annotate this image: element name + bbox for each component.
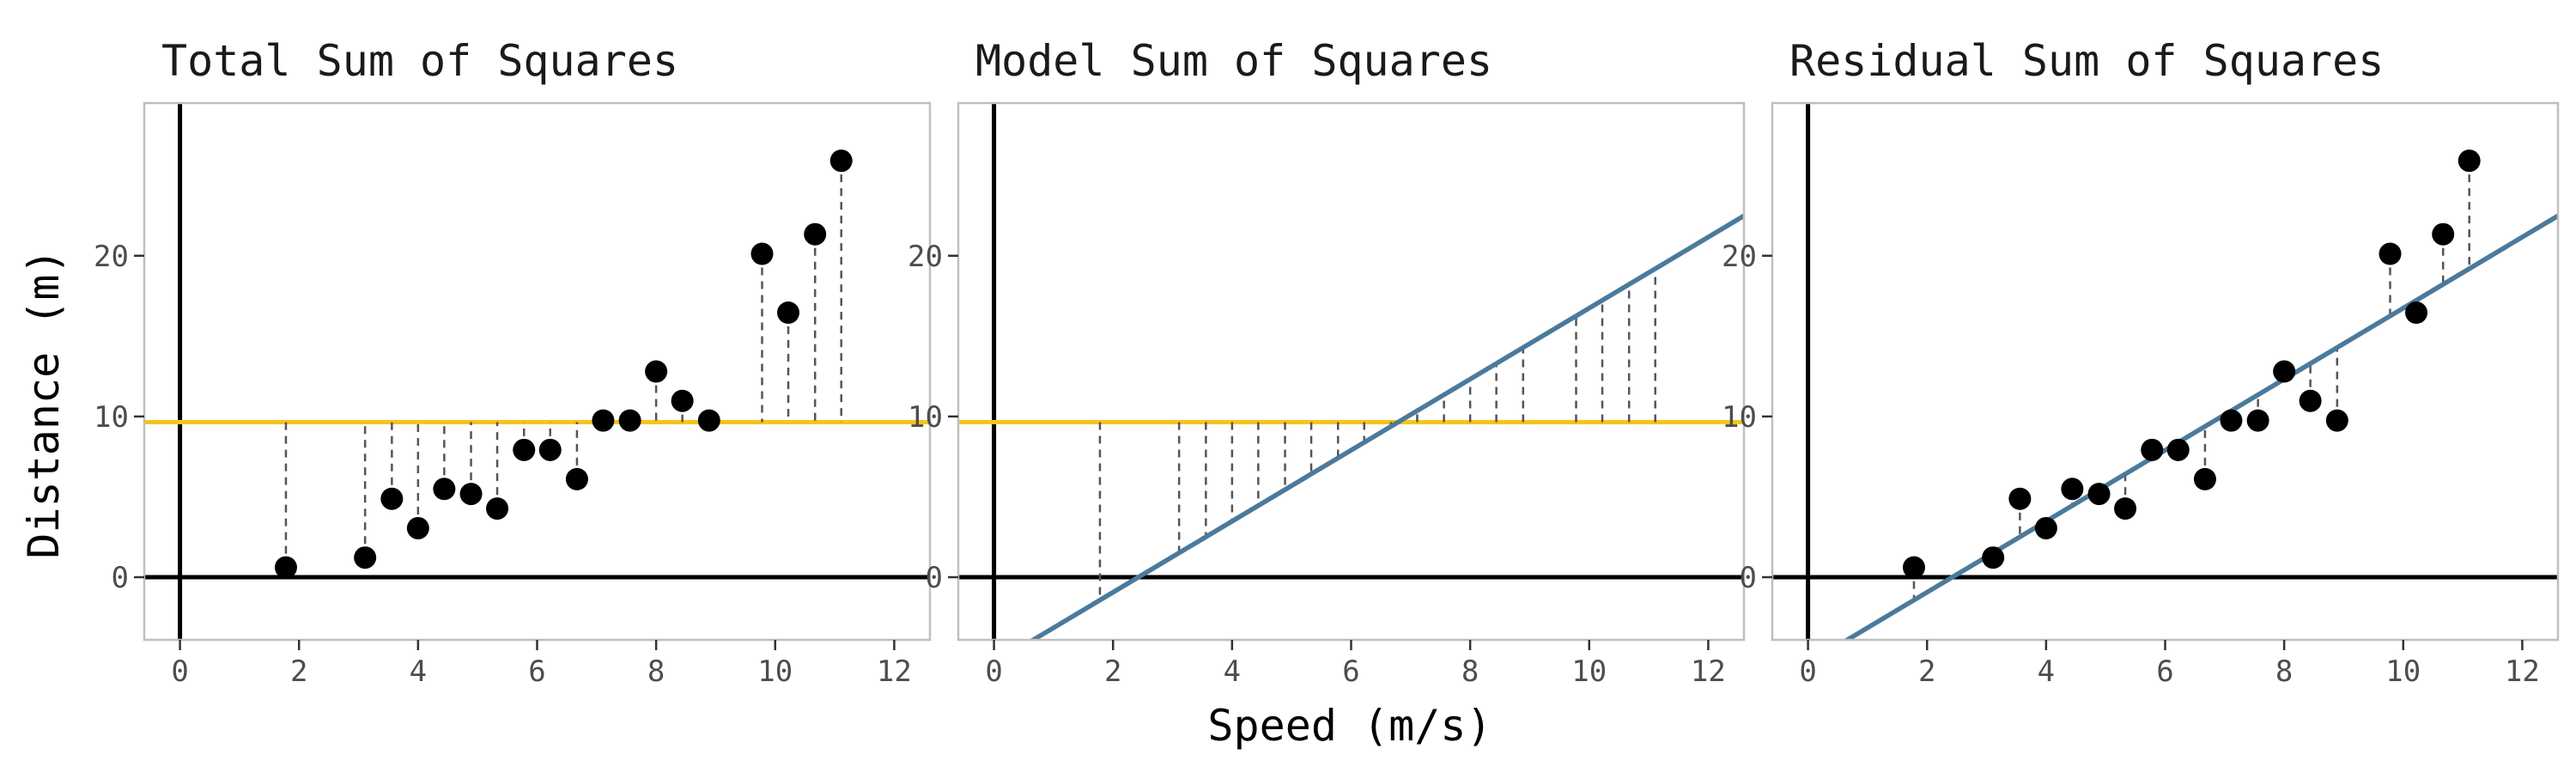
data-point <box>777 301 800 325</box>
panel-border <box>1771 101 2560 642</box>
x-tick-label: 2 <box>290 654 307 689</box>
y-tick-label: 10 <box>94 400 129 435</box>
x-tick-label: 10 <box>757 654 793 689</box>
data-point <box>433 478 456 501</box>
x-tick-label: 4 <box>2038 654 2055 689</box>
panel-border <box>957 101 1746 642</box>
data-point <box>1982 546 2005 569</box>
panel-3: Residual Sum of Squares 0 2 4 6 8 10 12 0 10 20 <box>1722 36 2560 689</box>
x-tick-label: 10 <box>2385 654 2421 689</box>
data-point <box>274 556 297 579</box>
y-tick-label: 20 <box>94 240 129 274</box>
plot-area <box>144 103 930 640</box>
y-tick-label: 10 <box>908 400 943 435</box>
x-tick-label: 6 <box>1342 654 1359 689</box>
x-tick-label: 12 <box>2505 654 2540 689</box>
x-tick-label: 0 <box>1799 654 1816 689</box>
data-point <box>2458 149 2481 173</box>
x-tick-label: 6 <box>528 654 545 689</box>
data-point <box>829 149 853 173</box>
y-tick-label: 20 <box>1722 240 1757 274</box>
plot-area <box>958 103 1744 640</box>
panel-2: Model Sum of Squares 0 2 4 6 8 10 12 0 10 20 <box>908 36 1746 689</box>
data-point <box>486 497 509 520</box>
y-tick-label: 0 <box>112 561 129 595</box>
data-point <box>513 438 536 461</box>
panel-title: Residual Sum of Squares <box>1789 36 2384 86</box>
x-tick-label: 4 <box>1224 654 1241 689</box>
data-point <box>354 546 377 569</box>
x-tick-label: 8 <box>647 654 665 689</box>
data-point <box>2114 497 2137 520</box>
y-tick-label: 10 <box>1722 400 1757 435</box>
fit-line <box>1843 213 2558 640</box>
x-tick-label: 8 <box>1461 654 1479 689</box>
data-point <box>2405 301 2428 325</box>
data-point <box>2141 438 2164 461</box>
x-tick-label: 2 <box>1918 654 1935 689</box>
data-point <box>2325 409 2348 432</box>
data-point <box>2008 487 2032 510</box>
plot-area <box>1772 103 2558 640</box>
data-point <box>1902 556 1925 579</box>
data-point <box>592 409 615 432</box>
x-tick-label: 10 <box>1571 654 1607 689</box>
panel-title: Total Sum of Squares <box>161 36 678 86</box>
panel-border <box>143 101 932 642</box>
x-tick-label: 12 <box>1691 654 1726 689</box>
data-point <box>2034 516 2057 539</box>
data-point <box>697 409 720 432</box>
data-point <box>2087 483 2111 506</box>
data-point <box>2246 409 2269 432</box>
x-tick-label: 6 <box>2156 654 2173 689</box>
data-point <box>645 360 668 383</box>
panel-title: Model Sum of Squares <box>975 36 1492 86</box>
x-tick-label: 4 <box>410 654 427 689</box>
data-point <box>2166 438 2190 461</box>
x-tick-label: 2 <box>1104 654 1121 689</box>
y-tick-label: 0 <box>926 561 943 595</box>
data-point <box>671 389 694 412</box>
x-tick-label: 0 <box>171 654 188 689</box>
data-point <box>2432 222 2455 246</box>
data-point <box>804 222 827 246</box>
data-point <box>565 467 588 490</box>
data-point <box>750 242 774 265</box>
y-axis-title: Distance (m) <box>19 248 69 558</box>
panel-1: Total Sum of Squares 0 2 4 6 8 10 12 0 10 20 <box>94 36 932 689</box>
data-point <box>2379 242 2402 265</box>
data-point <box>2299 389 2322 412</box>
data-point <box>2273 360 2296 383</box>
x-axis-title: Speed (m/s) <box>1207 701 1492 751</box>
data-point <box>538 438 562 461</box>
data-point <box>406 516 429 539</box>
data-point <box>2220 409 2243 432</box>
data-point <box>2061 478 2084 501</box>
data-point <box>2193 467 2216 490</box>
x-tick-label: 0 <box>985 654 1002 689</box>
x-tick-label: 12 <box>877 654 912 689</box>
data-point <box>380 487 404 510</box>
data-point <box>459 483 483 506</box>
y-tick-label: 20 <box>908 240 943 274</box>
x-tick-label: 8 <box>2275 654 2293 689</box>
y-tick-label: 0 <box>1740 561 1757 595</box>
data-point <box>618 409 641 432</box>
fit-line <box>1029 213 1744 640</box>
